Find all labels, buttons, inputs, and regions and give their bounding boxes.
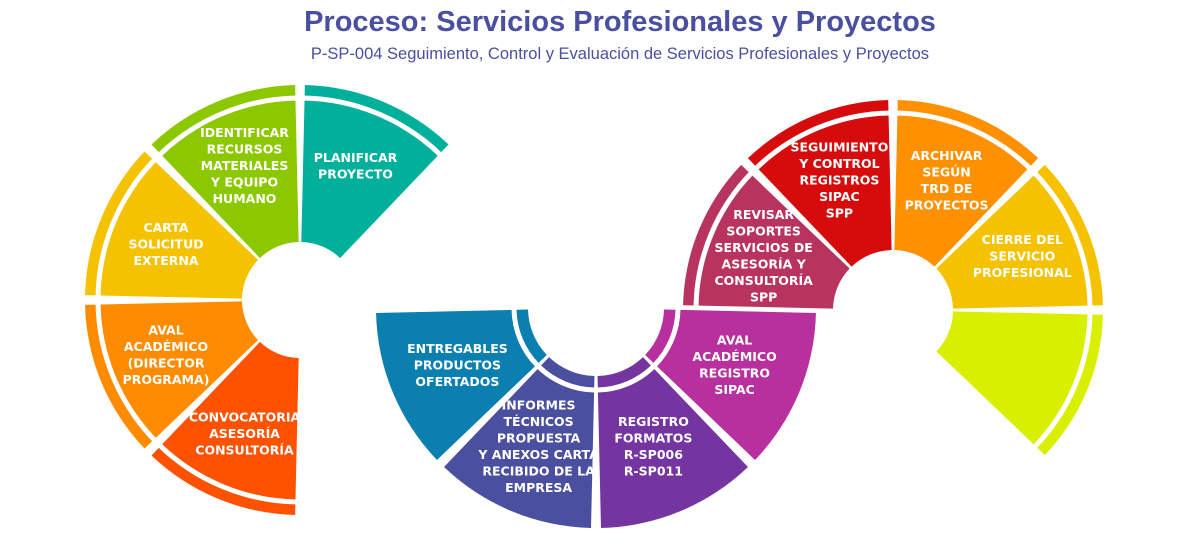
process-step-label-line: PROGRAMA) (123, 372, 210, 387)
process-step-label-line: CONSULTORÍA (195, 442, 294, 457)
process-step-segment (301, 85, 449, 259)
process-step-label-line: EXTERNA (134, 253, 199, 268)
segment-stripe (157, 95, 298, 157)
process-step-label-line: IDENTIFICAR (200, 125, 289, 140)
process-step-label-line: Y ANEXOS CARTA (477, 447, 599, 462)
page-subtitle: P-SP-004 Seguimiento, Control y Evaluaci… (310, 45, 930, 63)
process-step-label-line: SPP (826, 206, 853, 221)
process-step-label-line: REGISTRO (618, 414, 689, 429)
process-step-label-line: AVAL (717, 333, 752, 348)
process-step-segment (936, 164, 1103, 309)
segment-stripe (95, 157, 157, 298)
segment-stripe (693, 170, 754, 308)
process-step-label-line: ENTREGABLES (407, 341, 508, 356)
process-step-label-line: REGISTROS (799, 173, 879, 188)
process-step-label-line: REGISTRO (699, 366, 770, 381)
process-step-label-line: SERVICIO (989, 248, 1055, 263)
process-step-label-line: PRODUCTOS (414, 357, 501, 372)
process-step-label-line: INFORMES (502, 397, 576, 412)
process-step-label-line: REVISAR (733, 207, 794, 222)
process-step-segment (894, 100, 1039, 267)
process-step-label-line: HUMANO (213, 191, 277, 206)
process-step-label-line: SERVICIOS DE (715, 240, 813, 255)
process-step-label-line: CONVOCATORIA (189, 409, 301, 424)
segment-stripe (95, 302, 157, 443)
process-step-label-line: FORMATOS (614, 430, 692, 445)
segment-stripe (537, 364, 595, 393)
process-step-label-line: ACADÉMICO (692, 349, 776, 364)
process-step-segment (376, 309, 547, 460)
process-step-label-line: EMPRESA (505, 480, 572, 495)
segment-stripe (511, 309, 540, 367)
process-step-segment (444, 357, 595, 528)
process-step-label-line: PLANIFICAR (314, 150, 398, 165)
process-step-segment (151, 85, 299, 259)
process-step-label-line: R-SP006 (624, 447, 683, 462)
segment-stripe (1032, 312, 1093, 450)
process-step-label-line: RECURSOS (207, 142, 283, 157)
process-step-label-line: SOLICITUD (128, 237, 203, 252)
process-step-label-line: MATERIALES (201, 158, 289, 173)
process-step-label-line: ASESORÍA Y (722, 257, 807, 272)
process-step-label-line: OFERTADOS (415, 374, 499, 389)
process-step-label-line: CARTA (143, 220, 188, 235)
process-step-segment (747, 100, 892, 267)
process-step-label-line: R-SP011 (624, 463, 683, 478)
process-step-label-line: PROYECTO (318, 166, 393, 181)
process-step-label-line: PROYECTOS (905, 197, 989, 212)
segment-stripe (597, 364, 655, 393)
process-step-segment (645, 309, 816, 460)
segment-stripe (895, 110, 1033, 171)
process-step-label-line: SPP (750, 290, 777, 305)
process-step-label-line: Y CONTROL (798, 156, 879, 171)
process-step-label-line: TRD DE (921, 181, 973, 196)
segment-stripe (652, 309, 681, 367)
process-step-label-line: ACADÉMICO (124, 339, 208, 354)
process-step-segment (85, 151, 259, 299)
process-step-label-line: RECIBIDO DE LA (482, 463, 595, 478)
process-step-label-line: SIPAC (819, 189, 860, 204)
segment-stripe (157, 443, 298, 505)
process-step-label-line: SEGUIMIENTO (790, 140, 888, 155)
segment-stripe (302, 95, 443, 157)
process-step-segment (936, 311, 1103, 456)
process-step-label-line: ASESORÍA (209, 426, 280, 441)
process-step-label-line: Y EQUIPO (210, 175, 278, 190)
page-title: Proceso: Servicios Profesionales y Proye… (304, 6, 936, 38)
process-step-label-line: AVAL (148, 323, 183, 338)
process-step-segment (597, 357, 748, 528)
segment-stripe (1032, 170, 1093, 308)
process-step-label-line: ARCHIVAR (911, 148, 983, 163)
process-step-label-line: CONSULTORÍA (714, 273, 813, 288)
process-step-label-line: PROPUESTA (497, 430, 581, 445)
process-step-label-line: TÉCNICOS (504, 414, 574, 429)
segment-stripe (753, 110, 891, 171)
process-step-label-line: SOPORTES (726, 224, 801, 239)
process-step-label-line: PROFESIONAL (973, 265, 1072, 280)
process-step-label-line: CIERRE DEL (982, 232, 1063, 247)
process-step-segment (85, 301, 259, 449)
process-step-label-line: (DIRECTOR (128, 356, 205, 371)
process-step-segment (151, 341, 299, 515)
process-step-label-line: SEGÚN (922, 164, 970, 179)
process-step-label-line: SIPAC (714, 382, 755, 397)
process-step-segment (683, 164, 850, 309)
